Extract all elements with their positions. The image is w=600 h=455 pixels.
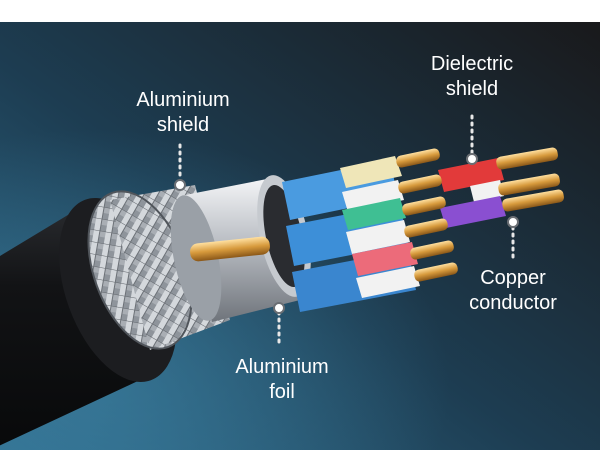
label-copper-conductor-line2: conductor xyxy=(469,292,557,314)
label-aluminium-shield: Aluminium shield xyxy=(136,88,229,138)
leader-lines xyxy=(178,114,515,347)
dot-aluminium-foil xyxy=(273,302,285,314)
label-aluminium-foil: Aluminium foil xyxy=(235,355,328,405)
label-aluminium-foil-line1: Aluminium xyxy=(235,356,329,378)
label-dielectric-shield-line2: shield xyxy=(445,78,499,100)
label-dielectric-shield-line1: Dielectric xyxy=(430,53,514,75)
inner-wires xyxy=(282,147,564,312)
dot-aluminium-shield xyxy=(174,179,186,191)
label-copper-conductor-line1: Copper xyxy=(480,267,546,289)
dot-dielectric-shield xyxy=(466,153,478,165)
label-dielectric-shield: Dielectric shield xyxy=(431,52,513,102)
label-aluminium-shield-line2: shield xyxy=(156,114,210,136)
label-aluminium-shield-line1: Aluminium xyxy=(136,89,230,111)
label-aluminium-foil-line2: foil xyxy=(269,381,295,403)
dot-copper-conductor xyxy=(507,216,519,228)
leader-dots xyxy=(174,153,519,314)
label-copper-conductor: Copper conductor xyxy=(469,266,557,316)
